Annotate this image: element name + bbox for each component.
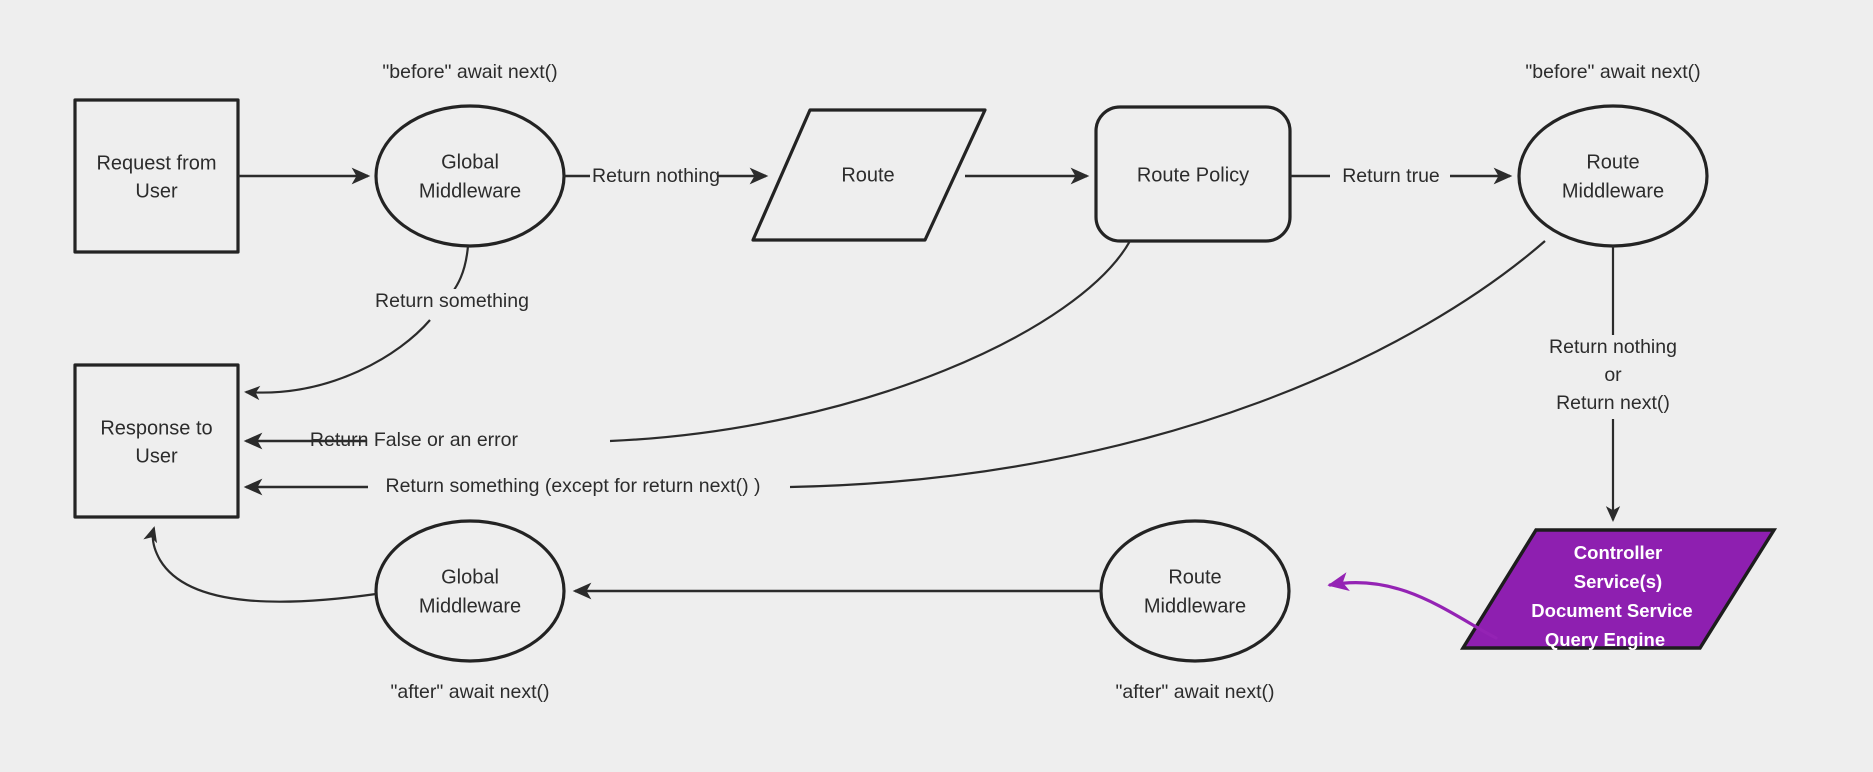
edge-return-something-to-response bbox=[244, 319, 431, 401]
edge-return-false-curve bbox=[609, 240, 1131, 443]
edge-label-return-nothing-or-next-3: Return next() bbox=[1556, 392, 1670, 414]
edge-label-return-something: Return something bbox=[375, 290, 529, 312]
edge-label-return-nothing-or-next-1: Return nothing bbox=[1549, 336, 1677, 358]
node-route-middleware-top-line2: Middleware bbox=[1562, 180, 1664, 202]
node-request-from-user-line2: User bbox=[135, 180, 178, 202]
node-route-middleware-bottom-line2: Middleware bbox=[1144, 595, 1246, 617]
annotation-after-await-next-global: "after" await next() bbox=[390, 681, 549, 703]
label-bg-return-true bbox=[1332, 164, 1450, 189]
node-route-middleware-bottom-line1: Route bbox=[1168, 566, 1221, 588]
edge-label-return-something-except-next: Return something (except for return next… bbox=[386, 475, 761, 497]
node-controller-services-line3: Document Service bbox=[1531, 600, 1692, 621]
node-global-middleware-top-line2: Middleware bbox=[419, 180, 521, 202]
edge-controller-to-route-middleware-bottom bbox=[1327, 572, 1498, 640]
node-global-middleware-bottom-line1: Global bbox=[441, 566, 499, 588]
node-global-middleware-top[interactable]: Global Middleware bbox=[374, 104, 566, 248]
edge-return-something-except-curve bbox=[789, 240, 1546, 489]
node-route-policy-label: Route Policy bbox=[1137, 164, 1249, 186]
edge-global-middleware-bottom-to-response bbox=[143, 526, 377, 603]
node-controller-services[interactable]: Controller Service(s) Document Service Q… bbox=[1459, 528, 1778, 650]
label-bg-return-something-except bbox=[368, 474, 778, 500]
node-route-middleware-bottom[interactable]: Route Middleware bbox=[1099, 519, 1291, 663]
edge-label-return-nothing-or-next-2: or bbox=[1604, 364, 1622, 386]
node-controller-services-line2: Service(s) bbox=[1574, 571, 1662, 592]
edge-label-return-false-or-error: Return False or an error bbox=[310, 429, 519, 451]
node-global-middleware-top-line1: Global bbox=[441, 151, 499, 173]
node-route-middleware-top[interactable]: Route Middleware bbox=[1517, 104, 1709, 248]
node-response-to-user-line1: Response to bbox=[100, 417, 212, 439]
node-route-label: Route bbox=[841, 164, 894, 186]
label-bg-return-something bbox=[362, 289, 542, 314]
node-route-policy[interactable]: Route Policy bbox=[1094, 105, 1292, 243]
node-request-from-user-line1: Request from bbox=[96, 152, 216, 174]
label-bg-return-false bbox=[366, 428, 522, 454]
annotation-before-await-next-route: "before" await next() bbox=[1525, 61, 1700, 83]
edge-label-return-nothing: Return nothing bbox=[592, 165, 720, 187]
node-global-middleware-bottom[interactable]: Global Middleware bbox=[374, 519, 566, 663]
node-request-from-user[interactable]: Request from User bbox=[73, 98, 240, 254]
label-bg-return-nothing-or-next bbox=[1530, 335, 1698, 419]
node-route-middleware-top-line1: Route bbox=[1586, 151, 1639, 173]
node-response-to-user-line2: User bbox=[135, 445, 178, 467]
label-bg-return-nothing bbox=[594, 164, 718, 189]
node-controller-services-line4: Query Engine bbox=[1545, 629, 1665, 650]
node-global-middleware-bottom-line2: Middleware bbox=[419, 595, 521, 617]
node-route[interactable]: Route bbox=[751, 108, 987, 242]
annotation-after-await-next-route: "after" await next() bbox=[1115, 681, 1274, 703]
node-response-to-user[interactable]: Response to User bbox=[73, 363, 240, 519]
edge-label-return-true: Return true bbox=[1342, 165, 1440, 187]
annotation-before-await-next-global: "before" await next() bbox=[382, 61, 557, 83]
node-controller-services-line1: Controller bbox=[1574, 542, 1662, 563]
